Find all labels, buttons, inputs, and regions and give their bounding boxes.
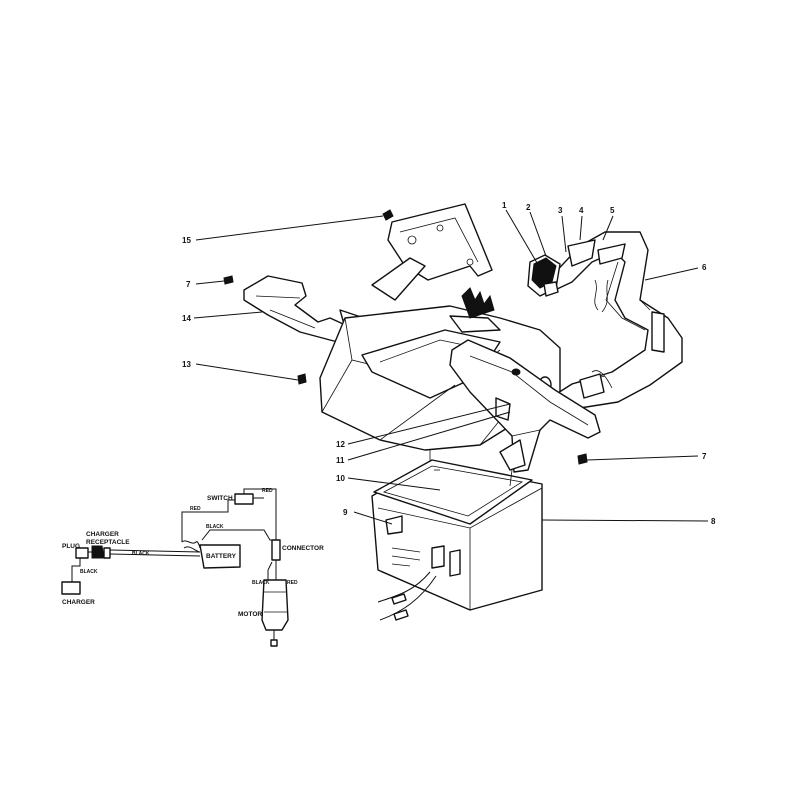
battery-box — [371, 459, 543, 611]
callout-7-top: 7 — [186, 280, 191, 289]
callout-13: 13 — [182, 360, 191, 369]
label-black-charger: BLACK — [80, 569, 98, 575]
charger-receptacle-symbol — [91, 545, 105, 559]
label-black-top: BLACK — [206, 524, 224, 530]
callout-numbers: 1 2 3 4 5 6 7 7 8 9 10 11 12 13 14 15 — [182, 201, 716, 526]
connector-symbol — [271, 539, 281, 561]
label-charger: CHARGER — [62, 599, 95, 606]
label-motor: MOTOR — [238, 611, 262, 618]
callout-2: 2 — [526, 203, 531, 212]
label-black-motor: BLACK — [252, 580, 270, 586]
callout-9: 9 — [343, 508, 348, 517]
label-charger-receptacle-line1: CHARGER — [86, 531, 119, 538]
label-switch: SWITCH — [207, 495, 233, 502]
label-plug: PLUG — [62, 543, 80, 550]
label-battery: BATTERY — [206, 553, 237, 560]
back-panel — [371, 203, 493, 301]
charger-symbol — [61, 581, 81, 595]
callout-4: 4 — [579, 206, 584, 215]
callout-11: 11 — [336, 456, 345, 465]
label-red-top: RED — [262, 488, 273, 494]
wiring-labels: PLUG CHARGER RECEPTACLE BLACK BLACK CHAR… — [62, 488, 324, 618]
label-red-left: RED — [190, 506, 201, 512]
label-black-main: BLACK — [132, 551, 150, 557]
battery-symbol — [199, 544, 241, 569]
callout-1: 1 — [502, 201, 507, 210]
switch-part — [527, 254, 561, 297]
handlebar — [449, 339, 601, 473]
callout-12: 12 — [336, 440, 345, 449]
callout-leaders — [193, 209, 709, 525]
callout-3: 3 — [558, 206, 563, 215]
front-frame — [524, 231, 683, 421]
screws — [223, 209, 588, 465]
connector-lines — [429, 450, 513, 487]
box-wires — [377, 571, 437, 621]
label-connector: CONNECTOR — [282, 545, 324, 552]
callout-14: 14 — [182, 314, 191, 323]
callout-5: 5 — [610, 206, 615, 215]
callout-7-bottom: 7 — [702, 452, 707, 461]
label-charger-receptacle-line2: RECEPTACLE — [86, 539, 130, 546]
callout-8: 8 — [711, 517, 716, 526]
switch-box — [234, 493, 254, 505]
callout-15: 15 — [182, 236, 191, 245]
plug-symbol — [75, 547, 89, 559]
wiring-schematic — [61, 488, 289, 647]
callout-6: 6 — [702, 263, 707, 272]
motor-symbol — [261, 579, 289, 631]
callout-10: 10 — [336, 474, 345, 483]
label-red-motor: RED — [287, 580, 298, 586]
